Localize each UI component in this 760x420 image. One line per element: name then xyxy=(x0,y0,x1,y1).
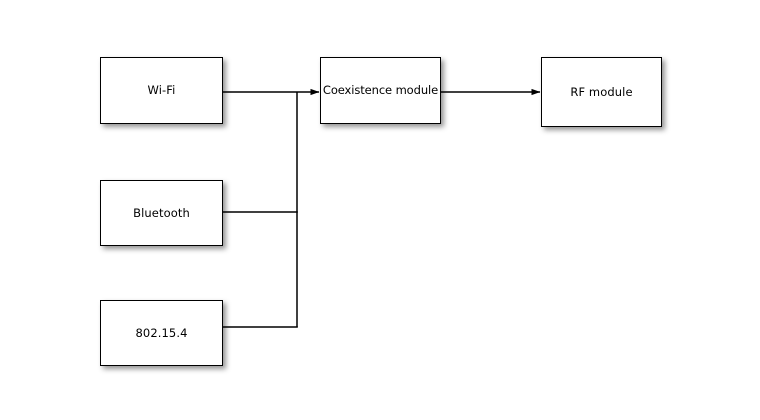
node-ieee802154[interactable]: 802.15.4 xyxy=(100,300,223,366)
node-rf-module[interactable]: RF module xyxy=(541,57,662,127)
node-rf-module-label: RF module xyxy=(570,84,633,99)
node-wifi[interactable]: Wi-Fi xyxy=(100,57,223,124)
node-ieee802154-label: 802.15.4 xyxy=(135,325,188,340)
node-coexistence-module-label: Coexistence module xyxy=(322,83,439,97)
node-bluetooth-label: Bluetooth xyxy=(133,205,190,220)
node-wifi-label: Wi-Fi xyxy=(147,83,176,97)
node-coexistence-module[interactable]: Coexistence module xyxy=(320,57,441,124)
node-bluetooth[interactable]: Bluetooth xyxy=(100,180,223,246)
